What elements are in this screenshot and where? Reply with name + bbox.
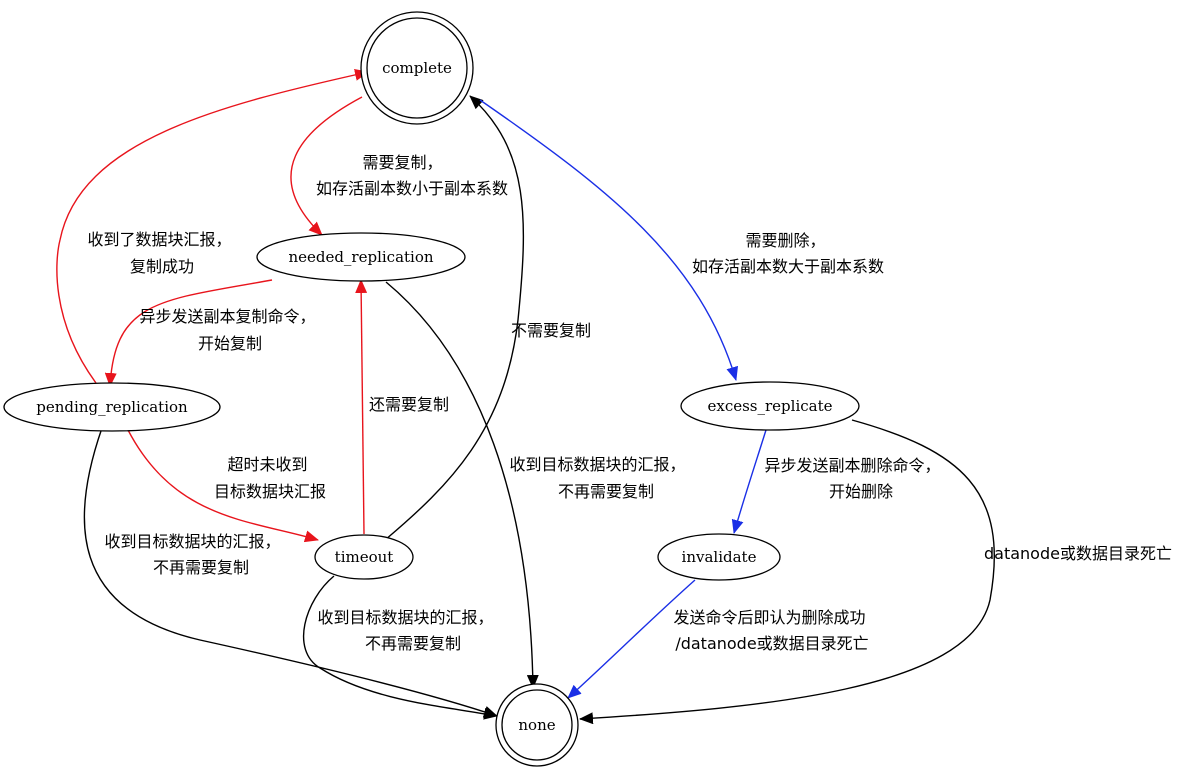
label-pending-to-complete: 收到了数据块汇报， 复制成功	[87, 230, 236, 276]
node-complete[interactable]: complete	[360, 11, 474, 125]
node-timeout-label: timeout	[335, 548, 394, 566]
label-invalidate-to-none: 发送命令后即认为删除成功 /datanode或数据目录死亡	[673, 608, 870, 653]
node-pending-replication[interactable]: pending_replication	[3, 382, 221, 432]
node-excess-replicate[interactable]: excess_replicate	[680, 381, 860, 431]
node-timeout[interactable]: timeout	[314, 534, 414, 580]
node-invalidate-label: invalidate	[682, 548, 757, 566]
edge-timeout-to-complete	[384, 95, 525, 541]
node-invalidate[interactable]: invalidate	[657, 533, 781, 581]
nodes: complete needed_replication pending_repl…	[3, 11, 860, 767]
label-needed-to-pending: 异步发送副本复制命令， 开始复制	[139, 307, 320, 353]
node-complete-label: complete	[382, 59, 452, 77]
node-excess-replicate-label: excess_replicate	[707, 397, 832, 415]
label-excess-to-none: datanode或数据目录死亡	[984, 544, 1172, 563]
edge-timeout-to-none	[302, 575, 498, 720]
label-needed-to-none: 收到目标数据块的汇报， 不再需要复制	[509, 455, 690, 501]
edge-complete-to-needed-replication	[290, 96, 363, 236]
edge-pending-to-none	[83, 427, 498, 718]
node-needed-replication-label: needed_replication	[288, 248, 433, 266]
edge-pending-to-complete	[56, 68, 369, 384]
edge-pending-to-timeout	[127, 429, 319, 543]
edge-labels: 需要复制， 如存活副本数小于副本系数 收到了数据块汇报， 复制成功 异步发送副本…	[87, 153, 1172, 653]
edge-excess-to-none	[579, 419, 995, 725]
label-pending-to-none: 收到目标数据块的汇报， 不再需要复制	[104, 532, 285, 577]
node-none-label: none	[518, 716, 555, 734]
edge-excess-to-invalidate	[731, 429, 767, 534]
node-none[interactable]: none	[495, 683, 579, 767]
label-timeout-to-needed: 还需要复制	[369, 395, 449, 414]
label-pending-to-timeout: 超时未收到 目标数据块汇报	[214, 455, 326, 501]
edge-timeout-to-needed	[355, 279, 368, 535]
edge-complete-to-excess	[479, 99, 739, 381]
label-complete-to-excess: 需要删除， 如存活副本数大于副本系数	[692, 231, 884, 276]
edge-needed-to-none	[385, 281, 539, 689]
edges	[56, 68, 995, 725]
edge-needed-to-pending	[104, 279, 273, 387]
node-pending-replication-label: pending_replication	[36, 398, 188, 416]
label-excess-to-invalidate: 异步发送副本删除命令， 开始删除	[764, 456, 945, 501]
label-complete-to-needed: 需要复制， 如存活副本数小于副本系数	[316, 153, 508, 198]
label-timeout-to-none: 收到目标数据块的汇报， 不再需要复制	[317, 608, 498, 653]
edge-invalidate-to-none	[567, 579, 696, 699]
node-needed-replication[interactable]: needed_replication	[256, 232, 466, 282]
label-timeout-to-complete: 不需要复制	[511, 321, 591, 340]
